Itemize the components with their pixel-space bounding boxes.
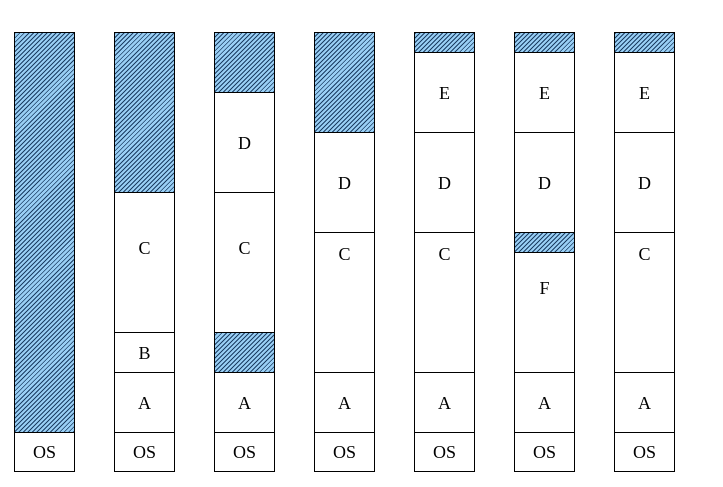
segment-label: C	[638, 244, 651, 264]
process-segment-os: OS	[114, 432, 175, 472]
process-segment-d: D	[514, 132, 575, 233]
free-memory-segment	[214, 332, 275, 373]
segment-label: E	[439, 82, 450, 103]
process-segment-os: OS	[14, 432, 75, 472]
segment-label: A	[638, 392, 651, 413]
process-segment-os: OS	[514, 432, 575, 472]
process-segment-d: D	[314, 132, 375, 233]
process-segment-b: B	[114, 332, 175, 373]
process-segment-a: A	[114, 372, 175, 433]
free-memory-segment	[214, 32, 275, 93]
segment-label: D	[438, 172, 451, 193]
process-segment-a: A	[314, 372, 375, 433]
process-segment-c: C	[414, 232, 475, 373]
process-segment-os: OS	[614, 432, 675, 472]
free-memory-segment	[114, 32, 175, 193]
segment-label: C	[138, 238, 151, 258]
segment-label: D	[338, 172, 351, 193]
segment-label: C	[438, 244, 451, 264]
free-memory-segment	[514, 32, 575, 53]
segment-label: OS	[332, 442, 356, 462]
process-segment-a: A	[614, 372, 675, 433]
segment-label: D	[538, 172, 551, 193]
segment-label: OS	[132, 442, 156, 462]
process-segment-e: E	[614, 52, 675, 133]
process-segment-d: D	[214, 92, 275, 193]
process-segment-d: D	[614, 132, 675, 233]
process-segment-c: C	[614, 232, 675, 373]
segment-label: D	[638, 172, 651, 193]
segment-label: A	[338, 392, 351, 413]
segment-label: OS	[532, 442, 556, 462]
free-memory-segment	[514, 232, 575, 253]
segment-label: A	[138, 392, 151, 413]
segment-label: D	[238, 132, 251, 153]
segment-label: E	[639, 82, 650, 103]
segment-label: C	[238, 238, 251, 258]
process-segment-os: OS	[314, 432, 375, 472]
segment-label: OS	[432, 442, 456, 462]
segment-label: OS	[632, 442, 656, 462]
process-segment-a: A	[514, 372, 575, 433]
process-segment-c: C	[114, 192, 175, 333]
segment-label: OS	[232, 442, 256, 462]
segment-label: C	[338, 244, 351, 264]
process-segment-os: OS	[214, 432, 275, 472]
free-memory-segment	[414, 32, 475, 53]
process-segment-os: OS	[414, 432, 475, 472]
segment-label: B	[138, 342, 151, 363]
process-segment-a: A	[214, 372, 275, 433]
segment-label: A	[238, 392, 251, 413]
process-segment-f: F	[514, 252, 575, 373]
segment-label: OS	[32, 442, 56, 462]
free-memory-segment	[14, 32, 75, 433]
process-segment-e: E	[514, 52, 575, 133]
segment-label: E	[539, 82, 550, 103]
free-memory-segment	[314, 32, 375, 133]
process-segment-c: C	[214, 192, 275, 333]
process-segment-d: D	[414, 132, 475, 233]
process-segment-a: A	[414, 372, 475, 433]
segment-label: F	[539, 278, 550, 298]
process-segment-c: C	[314, 232, 375, 373]
segment-label: A	[438, 392, 451, 413]
segment-label: A	[538, 392, 551, 413]
process-segment-e: E	[414, 52, 475, 133]
free-memory-segment	[614, 32, 675, 53]
